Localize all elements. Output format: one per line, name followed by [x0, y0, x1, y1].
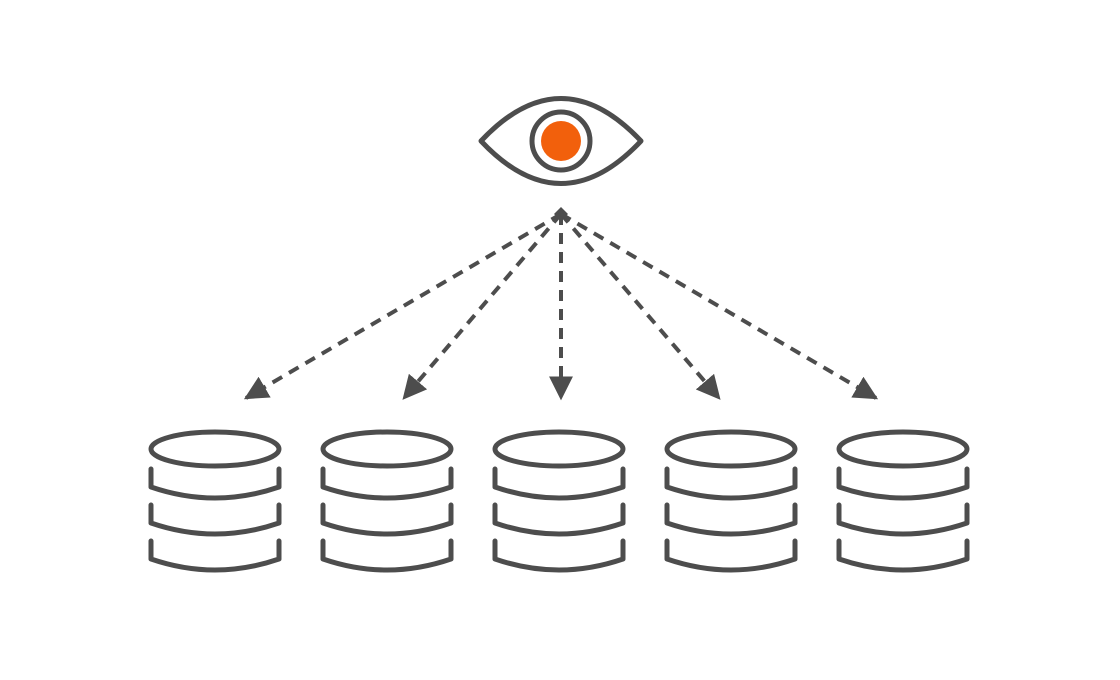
database-band-3 — [836, 538, 970, 573]
database-band-1 — [664, 466, 798, 501]
database-band-2 — [492, 502, 626, 537]
dashed-arrow-2 — [402, 212, 563, 400]
database-top — [148, 429, 282, 469]
database-band-3 — [320, 538, 454, 573]
database-top — [492, 429, 626, 469]
eye-outline — [478, 96, 644, 186]
database-top — [664, 429, 798, 469]
eye-icon — [478, 96, 644, 186]
database-band-3 — [492, 538, 626, 573]
database-band-2 — [836, 502, 970, 537]
database-band-1 — [492, 466, 626, 501]
database-band-2 — [148, 502, 282, 537]
database-band-2 — [664, 502, 798, 537]
database-icon-2 — [320, 429, 454, 573]
connection-arrows — [243, 207, 879, 401]
database-band-2 — [320, 502, 454, 537]
database-top — [320, 429, 454, 469]
database-band-3 — [148, 538, 282, 573]
database-row — [148, 429, 970, 573]
database-band-1 — [836, 466, 970, 501]
dashed-arrow-4 — [559, 212, 721, 400]
database-icon-1 — [148, 429, 282, 573]
eye-pupil — [541, 121, 581, 161]
dashed-arrow-1 — [243, 212, 563, 400]
database-band-3 — [664, 538, 798, 573]
database-icon-5 — [836, 429, 970, 573]
database-icon-4 — [664, 429, 798, 573]
eye-iris — [529, 109, 593, 173]
database-band-1 — [320, 466, 454, 501]
database-top — [836, 429, 970, 469]
database-icon-3 — [492, 429, 626, 573]
database-band-1 — [148, 466, 282, 501]
dashed-arrow-5 — [559, 212, 879, 400]
